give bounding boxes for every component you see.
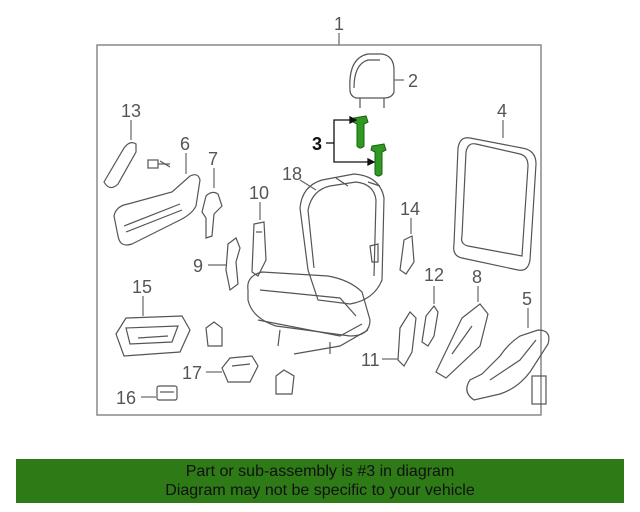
parts-diagram: 1 2 3 4 5 6 bbox=[96, 14, 550, 416]
side-panel-8 bbox=[435, 303, 489, 379]
diagram-frame bbox=[96, 44, 542, 416]
part-info-banner: Part or sub-assembly is #3 in diagram Di… bbox=[16, 459, 624, 503]
callout-15: 15 bbox=[132, 277, 152, 297]
front-seat-assembly bbox=[247, 173, 385, 355]
seat-clips bbox=[205, 321, 295, 395]
storage-tray bbox=[115, 315, 191, 357]
callout-12: 12 bbox=[424, 265, 444, 285]
banner-line-2: Diagram may not be specific to your vehi… bbox=[165, 482, 475, 499]
callout-13: 13 bbox=[121, 101, 141, 121]
callout-9: 9 bbox=[193, 256, 203, 276]
callout-4: 4 bbox=[497, 101, 507, 121]
callout-1: 1 bbox=[334, 14, 344, 34]
headrest-guide-part-3 bbox=[352, 115, 387, 177]
bracket-7 bbox=[201, 191, 223, 239]
callout-16: 16 bbox=[116, 388, 136, 408]
back-trim bbox=[103, 142, 137, 189]
seat-back-panel bbox=[453, 137, 537, 271]
callout-2: 2 bbox=[408, 71, 418, 91]
callout-8: 8 bbox=[472, 267, 482, 287]
callout-11: 11 bbox=[361, 350, 380, 370]
callout-3: 3 bbox=[312, 134, 322, 154]
trim-14 bbox=[399, 235, 415, 275]
bracket-9 bbox=[225, 237, 241, 292]
callout-18: 18 bbox=[282, 164, 302, 184]
callout-7: 7 bbox=[208, 149, 218, 169]
pad-17 bbox=[221, 355, 259, 383]
bracket-10 bbox=[251, 221, 267, 277]
callout-10: 10 bbox=[249, 183, 269, 203]
side-cover bbox=[466, 329, 550, 405]
banner-line-1: Part or sub-assembly is #3 in diagram bbox=[185, 463, 455, 480]
bracket-11 bbox=[397, 311, 417, 367]
bracket-12 bbox=[421, 304, 439, 347]
cushion-side-trim bbox=[113, 174, 201, 246]
headrest bbox=[349, 53, 395, 108]
callout-17: 17 bbox=[182, 363, 202, 383]
bolt bbox=[147, 159, 171, 169]
callout-5: 5 bbox=[522, 289, 532, 309]
callout-6: 6 bbox=[180, 134, 190, 154]
callout-14: 14 bbox=[400, 199, 420, 219]
clip-16 bbox=[156, 385, 178, 401]
